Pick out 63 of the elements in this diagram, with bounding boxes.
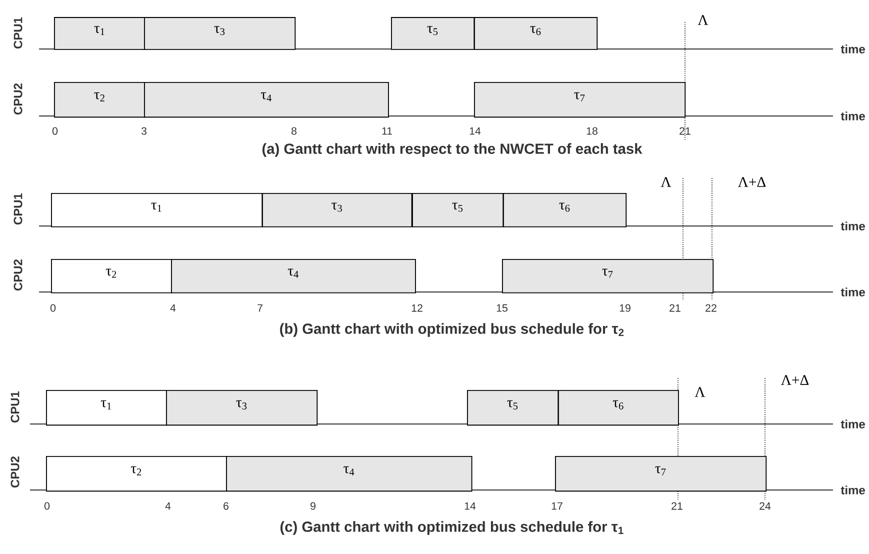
task-box: τ$_{2}$: [46, 456, 227, 492]
tick-label: 0: [52, 127, 58, 135]
tick-label: 8: [292, 127, 296, 135]
task-box: τ$_{3}$: [262, 193, 412, 228]
task-box: τ$_{6}$: [474, 17, 598, 50]
axis-label: time: [840, 222, 865, 230]
deadline-label: Λ: [660, 177, 672, 187]
tick-label: 9: [310, 502, 316, 510]
task-box: τ$_{5}$: [391, 17, 475, 50]
caption: (a) Gantt chart with respect to the NWCET of each task: [262, 143, 642, 157]
cpu-label: CPU2: [14, 83, 22, 114]
tick-label: 14: [464, 502, 476, 510]
task-box: τ$_{3}$: [144, 17, 296, 50]
task-box: τ$_{7}$: [555, 456, 767, 492]
tick-label: 7: [258, 304, 262, 312]
task-box: τ$_{2}$: [54, 82, 146, 118]
task-box: τ$_{5}$: [412, 193, 504, 228]
task-box: τ$_{4}$: [171, 259, 416, 294]
task-box: τ$_{4}$: [226, 456, 472, 492]
tick-label: 14: [470, 127, 481, 135]
tick-label: 12: [412, 304, 422, 312]
cpu-label: CPU1: [14, 193, 22, 224]
tick-label: 19: [620, 304, 630, 312]
task-box: τ$_{7}$: [502, 259, 714, 294]
deadline-label: Λ: [698, 15, 708, 25]
task-box: τ$_{3}$: [166, 390, 318, 426]
task-box: τ$_{1}$: [46, 390, 167, 426]
axis-label: time: [840, 486, 865, 494]
task-box: τ$_{7}$: [474, 82, 686, 118]
tick-label: 11: [382, 127, 392, 135]
caption: (b) Gantt chart with optimized bus schedule for τ$_{2}$: [280, 323, 624, 337]
deadline-label: Λ+Δ: [738, 177, 766, 187]
tick-label: 0: [44, 502, 50, 510]
tick-label: 24: [760, 502, 771, 510]
axis-label: time: [840, 44, 865, 54]
task-box: τ$_{1}$: [54, 17, 146, 50]
task-box: τ$_{5}$: [467, 390, 559, 426]
cpu-label: CPU1: [10, 391, 20, 422]
caption: (c) Gantt chart with optimized bus schedule for τ$_{1}$: [280, 521, 624, 535]
task-box: τ$_{6}$: [503, 193, 627, 228]
cpu-label: CPU2: [14, 259, 22, 290]
tick-label: 3: [141, 127, 146, 135]
deadline-label: Λ+Δ: [780, 375, 809, 385]
tick-label: 6: [224, 502, 228, 510]
axis-label: time: [840, 420, 865, 428]
task-box: τ$_{6}$: [558, 390, 679, 426]
cpu-label: CPU1: [14, 17, 22, 48]
tick-label: 17: [552, 502, 562, 510]
task-box: τ$_{1}$: [51, 193, 263, 228]
tick-label: 21: [670, 304, 680, 312]
cpu-label: CPU2: [10, 456, 20, 488]
tick-label: 4: [165, 502, 171, 510]
deadline-label: Λ: [694, 387, 706, 397]
tick-label: 18: [586, 127, 598, 135]
axis-label: time: [840, 112, 865, 120]
tick-label: 4: [170, 304, 176, 312]
tick-label: 15: [496, 304, 508, 312]
tick-label: 21: [680, 127, 690, 135]
tick-label: 22: [706, 304, 716, 312]
tick-label: 0: [50, 304, 56, 312]
task-box: τ$_{2}$: [51, 259, 172, 294]
tick-label: 21: [672, 502, 682, 510]
axis-label: time: [840, 288, 865, 296]
